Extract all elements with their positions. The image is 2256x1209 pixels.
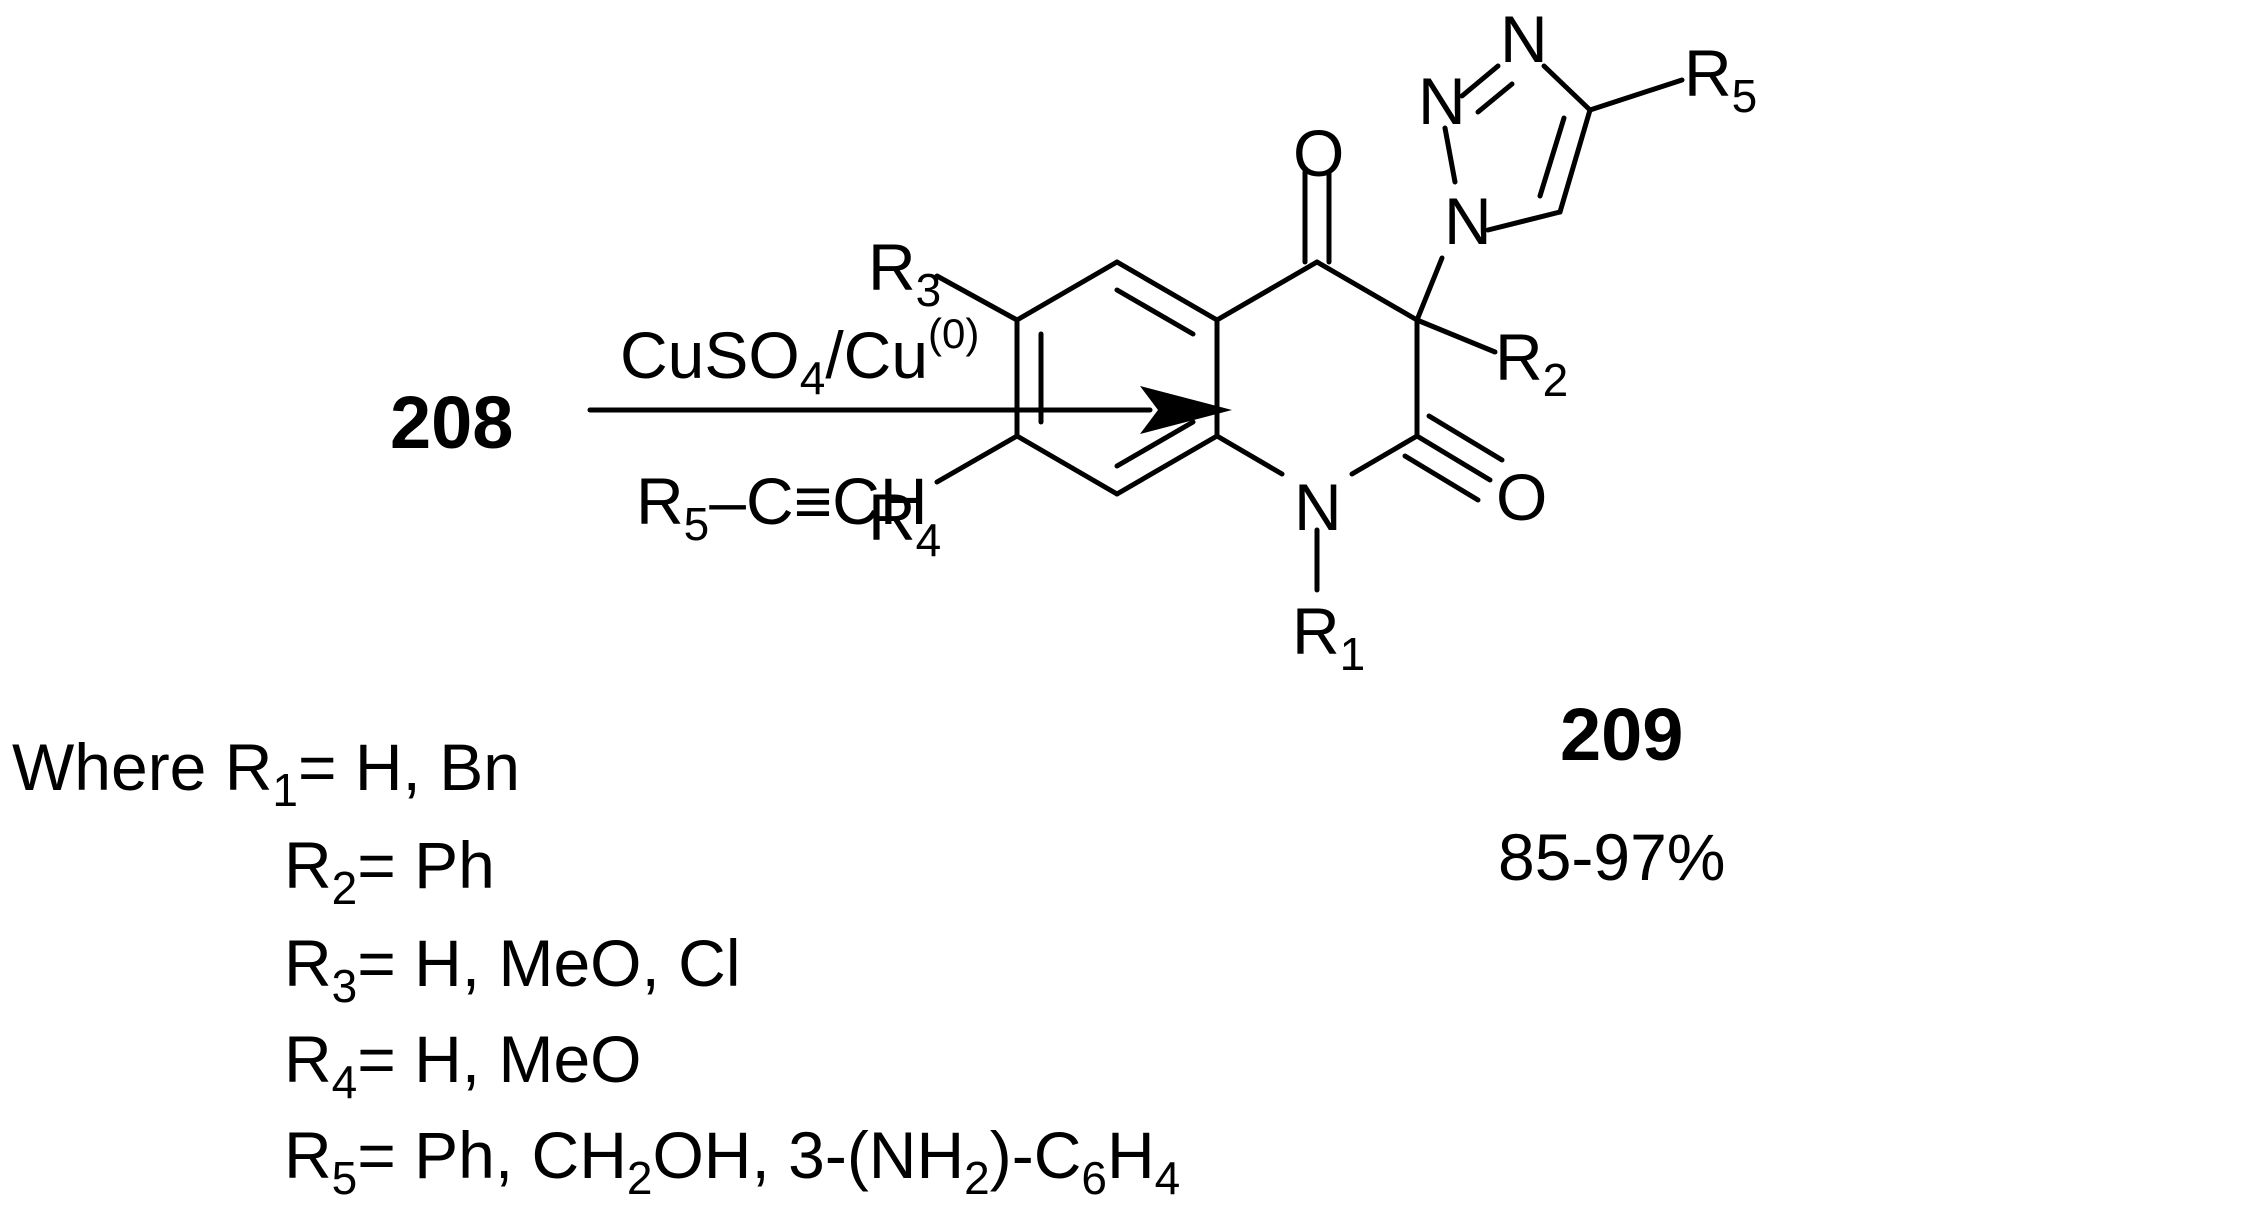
product-yield: 85-97% — [1498, 820, 1726, 894]
substituent-r3: R3 — [868, 230, 941, 316]
condition-alkyne: R5–C≡CH — [636, 464, 928, 550]
legend-row-r3: R3= H, MeO, Cl — [284, 926, 741, 1012]
legend-row-r2: R2= Ph — [284, 828, 495, 914]
reactant-label: 208 — [390, 381, 513, 464]
atom-o-right: O — [1496, 460, 1547, 534]
legend-row-r4: R4= H, MeO — [284, 1022, 642, 1108]
product-structure — [934, 63, 1685, 593]
legend-row-r5: R5= Ph, CH2OH, 3-(NH2)-C6H4 — [284, 1118, 1180, 1204]
atom-n-ring: N — [1294, 470, 1342, 544]
substituent-r1: R1 — [1292, 594, 1365, 680]
product-label: 209 — [1560, 693, 1683, 776]
atom-n-triazole-2: N — [1418, 64, 1466, 138]
substituent-r2: R2 — [1495, 320, 1568, 406]
atom-n-triazole-1: N — [1444, 184, 1492, 258]
atom-o-top: O — [1293, 116, 1344, 190]
condition-reagent: CuSO4/Cu(0) — [620, 310, 979, 404]
atom-n-triazole-3: N — [1500, 2, 1548, 76]
legend-row-r1: Where R1= H, Bn — [12, 730, 520, 816]
substituent-r4: R4 — [868, 480, 941, 566]
substituent-r5: R5 — [1684, 36, 1757, 122]
reaction-arrow — [587, 386, 1232, 434]
